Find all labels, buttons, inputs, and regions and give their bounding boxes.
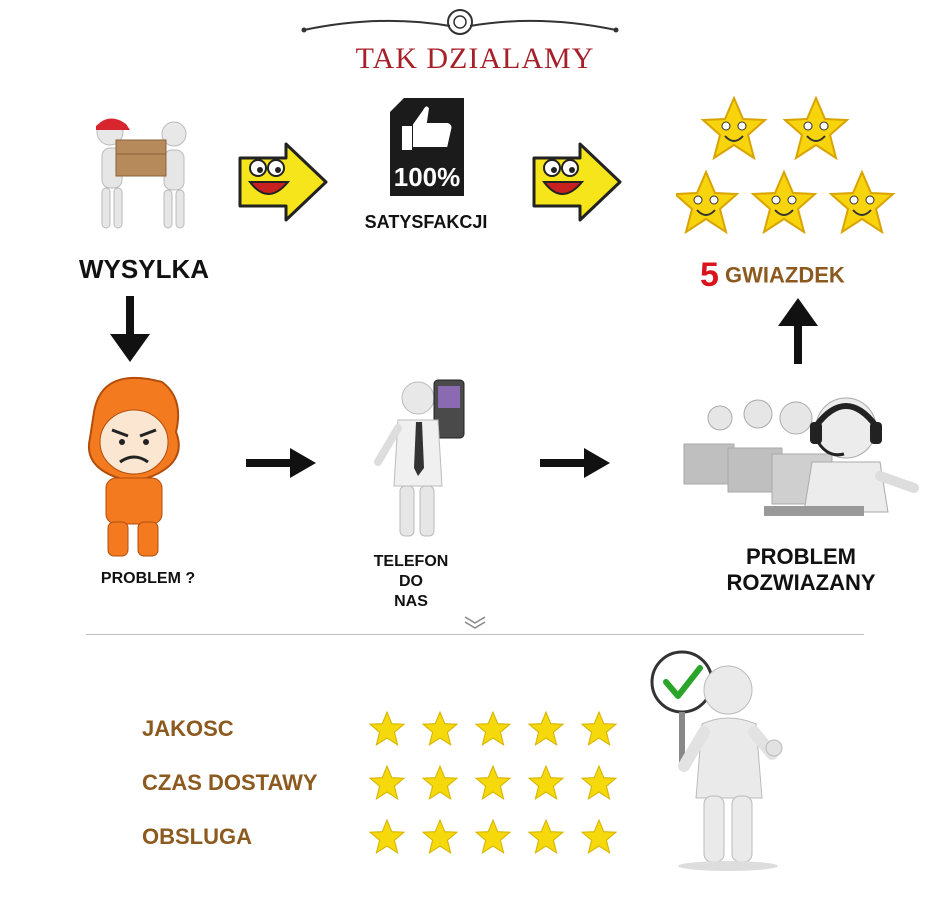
angry-person-icon	[87, 376, 180, 557]
label-solved: PROBLEM ROZWIAZANY	[696, 544, 906, 596]
star-icon	[474, 765, 512, 801]
rating-label: CZAS DOSTAWY	[142, 770, 318, 795]
section-divider	[86, 634, 864, 635]
rating-row: OBSLUGA	[142, 810, 622, 864]
stars-word: GWIAZDEK	[725, 262, 845, 288]
star-icon	[580, 765, 618, 801]
star-icon	[421, 711, 459, 747]
star-icon	[368, 711, 406, 747]
arrow-right-icon	[540, 448, 610, 478]
person-check-sign-icon	[650, 650, 783, 871]
star-icon	[527, 765, 565, 801]
label-phone-line1: TELEFON	[373, 553, 449, 570]
rating-stars	[368, 819, 618, 855]
label-phone-line3: NAS	[394, 593, 428, 610]
rating-label: JAKOSC	[142, 716, 234, 741]
satisfaction-badge: 100%	[393, 162, 461, 192]
label-problem: PROBLEM ?	[100, 570, 196, 587]
label-solved-line1: PROBLEM	[746, 544, 856, 569]
arrow-right-icon	[246, 448, 316, 478]
thumbs-up-badge-icon	[390, 98, 464, 196]
arrow-up-icon	[778, 298, 818, 364]
star-icon	[474, 711, 512, 747]
ornament-divider	[301, 9, 619, 35]
rating-stars	[368, 765, 618, 801]
label-phone: TELEFON DO NAS	[346, 552, 476, 612]
arrow-down-icon	[110, 296, 150, 362]
star-icon	[421, 765, 459, 801]
star-icon	[580, 711, 618, 747]
stars-number: 5	[700, 256, 719, 294]
ratings-list: JAKOSC CZAS DOSTAWY OBSLUGA	[142, 702, 622, 864]
rating-label: OBSLUGA	[142, 824, 252, 849]
star-icon	[421, 819, 459, 855]
rating-stars	[368, 711, 618, 747]
chevron-down-icon	[464, 616, 486, 629]
page-title: TAK DZIALAMY	[355, 42, 595, 75]
five-stars-caption: 5 GWIAZDEK	[700, 256, 900, 295]
label-satisfaction: SATYSFAKCJI	[364, 212, 488, 232]
phone-call-person-icon	[374, 379, 465, 537]
rating-row: CZAS DOSTAWY	[142, 756, 622, 810]
star-icon	[368, 765, 406, 801]
star-icon	[527, 711, 565, 747]
label-phone-line2: DO	[399, 573, 423, 590]
label-shipping: WYSYLKA	[79, 254, 209, 284]
call-center-agents-icon	[683, 397, 919, 516]
star-icon	[580, 819, 618, 855]
smiling-stars-icon	[676, 97, 894, 233]
star-icon	[368, 819, 406, 855]
star-icon	[527, 819, 565, 855]
smiley-arrow-icon	[532, 142, 622, 222]
rating-row: JAKOSC	[142, 702, 622, 756]
smiley-arrow-icon	[238, 142, 328, 222]
star-icon	[474, 819, 512, 855]
delivery-people-icon	[96, 118, 187, 229]
label-solved-line2: ROZWIAZANY	[726, 570, 876, 595]
